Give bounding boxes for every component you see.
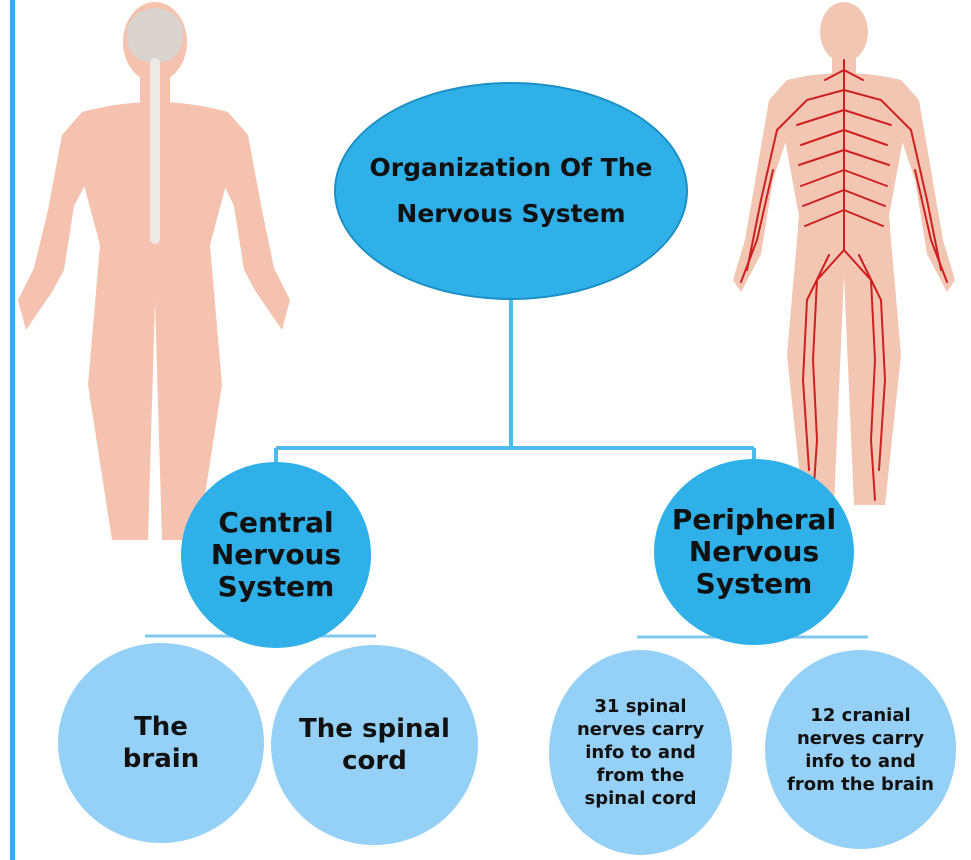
brain-label: The brain — [106, 711, 216, 775]
central-label: Central Nervous System — [181, 507, 371, 603]
spinal-cord-shape — [150, 58, 160, 244]
root-node: Organization Of The Nervous System — [334, 82, 688, 300]
spinal-nerves-node: 31 spinal nerves carry info to and from … — [549, 650, 732, 855]
cranial-nerves-label: 12 cranial nerves carry info to and from… — [781, 704, 941, 796]
spinal-cord-label: The spinal cord — [290, 713, 460, 777]
spinal-cord-node: The spinal cord — [271, 645, 478, 845]
spinal-nerves-label: 31 spinal nerves carry info to and from … — [571, 695, 711, 810]
brain-shape — [127, 8, 183, 64]
brain-node: The brain — [58, 643, 264, 843]
peripheral-label: Peripheral Nervous System — [654, 504, 854, 600]
peripheral-nervous-system-node: Peripheral Nervous System — [654, 459, 854, 645]
human-body-nerves-illustration — [717, 0, 971, 515]
root-label: Organization Of The Nervous System — [354, 145, 668, 237]
cranial-nerves-node: 12 cranial nerves carry info to and from… — [765, 650, 956, 849]
central-nervous-system-node: Central Nervous System — [181, 462, 371, 648]
